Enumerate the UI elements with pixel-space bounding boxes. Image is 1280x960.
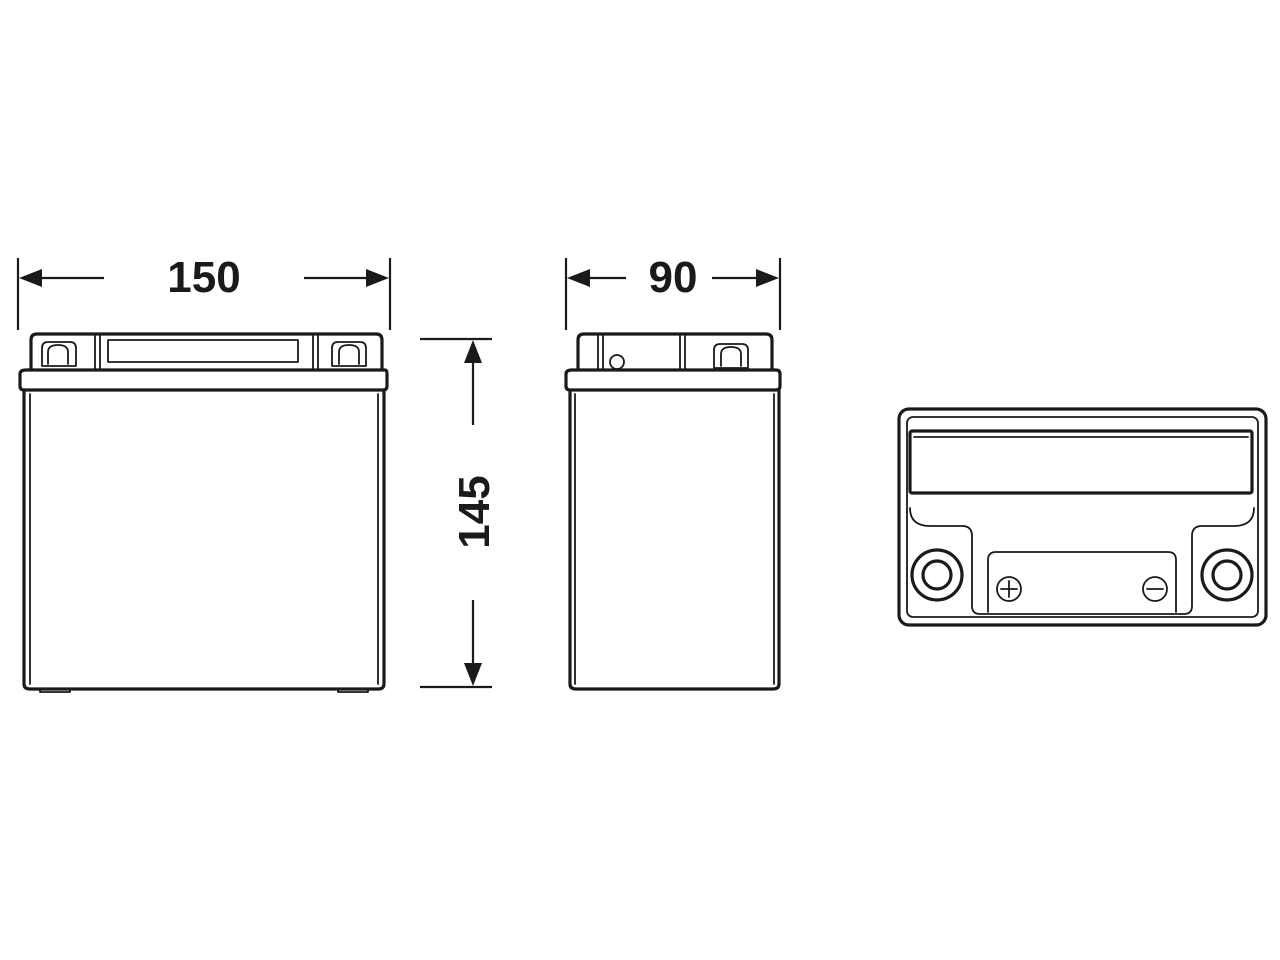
length-arrow-right: [366, 269, 389, 287]
top-center-recess: [987, 551, 1177, 613]
height-arrow-bottom: [464, 663, 482, 686]
negative-polarity-icon: [1142, 576, 1168, 602]
top-positive-terminal: [910, 548, 964, 602]
height-arrow-top: [464, 340, 482, 363]
width-arrow-left: [567, 269, 590, 287]
front-shoulder: [18, 368, 389, 392]
top-molded-profile: [909, 507, 1255, 615]
side-terminal-post: [720, 346, 742, 367]
width-arrow-right: [756, 269, 779, 287]
front-left-terminal-housing: [41, 341, 77, 367]
front-right-terminal-post: [338, 344, 360, 365]
top-negative-terminal-post: [1211, 559, 1243, 591]
height-label: 145: [450, 475, 499, 548]
side-body: [568, 388, 781, 691]
front-lid-ribs: [94, 335, 319, 371]
length-label: 150: [167, 253, 240, 302]
top-positive-terminal-post: [921, 559, 953, 591]
side-terminal-housing: [713, 343, 749, 369]
side-lid: [576, 332, 774, 372]
front-right-terminal-housing: [331, 341, 367, 367]
side-vent-icon: [609, 354, 625, 370]
length-arrow-left: [19, 269, 42, 287]
width-label: 90: [649, 253, 698, 302]
side-view: 90: [564, 253, 782, 691]
positive-polarity-icon: [996, 576, 1022, 602]
front-view: 150: [16, 253, 392, 693]
front-body: [22, 388, 386, 691]
top-negative-terminal: [1200, 548, 1254, 602]
width-dimension: 90: [564, 253, 782, 330]
front-lid: [29, 332, 384, 372]
top-view: [897, 407, 1268, 627]
top-label-panel: [908, 429, 1254, 495]
length-dimension: 150: [16, 253, 392, 330]
front-lid-label-recess: [107, 339, 299, 363]
front-feet: [39, 688, 369, 693]
top-inner-rim: [906, 416, 1259, 618]
height-dimension: 145: [420, 337, 499, 689]
side-lid-ribs: [597, 335, 686, 371]
top-outline: [897, 407, 1268, 627]
side-shoulder: [564, 368, 782, 392]
front-left-terminal-post: [47, 344, 69, 365]
